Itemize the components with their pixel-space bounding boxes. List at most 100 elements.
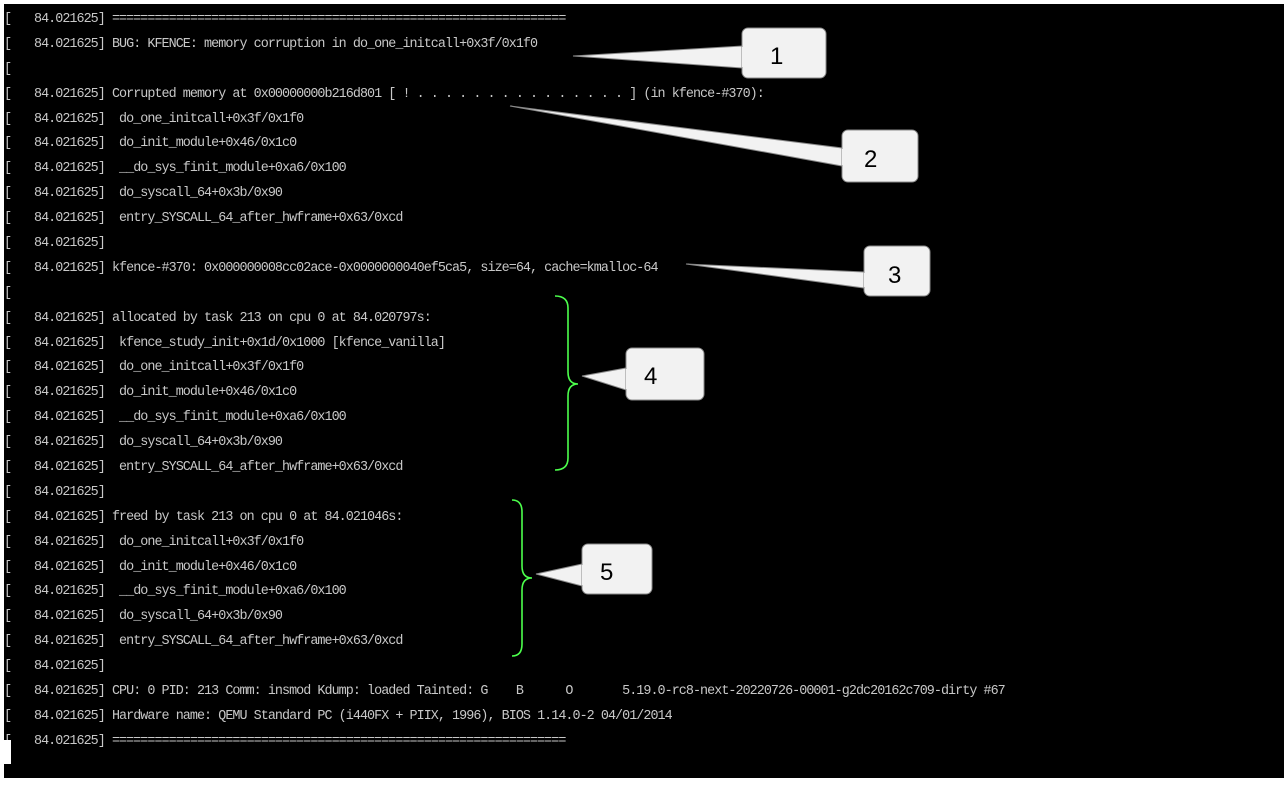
- log-line: [84.021625] allocated by task 213 on cpu…: [4, 307, 1284, 332]
- log-line: [84.021625] do_syscall_64+0x3b/0x90: [4, 431, 1284, 456]
- log-message: CPU: 0 PID: 213 Comm: insmod Kdump: load…: [104, 684, 1006, 700]
- log-message: __do_sys_finit_module+0xa6/0x100: [104, 584, 347, 600]
- log-line: [84.021625] ============================…: [4, 8, 1284, 33]
- log-message: BUG: KFENCE: memory corruption in do_one…: [104, 36, 538, 52]
- log-line-bracket: [: [4, 684, 12, 700]
- log-timestamp: 84.021625]: [34, 484, 106, 500]
- log-timestamp: 84.021625]: [34, 684, 106, 700]
- log-timestamp: 84.021625]: [34, 12, 106, 27]
- brace-allocated: [554, 295, 579, 471]
- callout-5-label: 5: [600, 559, 613, 586]
- log-line: [84.021625]: [4, 655, 1284, 680]
- log-line: [84.021625] do_syscall_64+0x3b/0x90: [4, 182, 1284, 207]
- log-message: Corrupted memory at 0x00000000b216d801 […: [104, 86, 765, 102]
- log-timestamp: 84.021625]: [34, 708, 106, 724]
- log-line: [84.021625] do_init_module+0x46/0x1c0: [4, 556, 1284, 581]
- callout-5: 5: [535, 543, 653, 595]
- log-message: do_syscall_64+0x3b/0x90: [104, 435, 283, 451]
- log-message: freed by task 213 on cpu 0 at 84.021046s…: [104, 509, 403, 525]
- log-line: [84.021625] entry_SYSCALL_64_after_hwfra…: [4, 630, 1284, 655]
- log-timestamp: 84.021625]: [34, 161, 106, 177]
- log-line-bracket: [: [4, 509, 12, 525]
- log-line-bracket: [: [4, 12, 12, 27]
- log-line-bracket: [: [4, 385, 12, 401]
- log-timestamp: 84.021625]: [34, 385, 106, 401]
- log-timestamp: 84.021625]: [34, 609, 106, 625]
- log-timestamp: 84.021625]: [34, 634, 106, 650]
- log-message: do_one_initcall+0x3f/0x1f0: [104, 111, 304, 127]
- log-line: [84.021625] entry_SYSCALL_64_after_hwfra…: [4, 207, 1284, 232]
- log-line-bracket: [: [4, 136, 12, 152]
- log-timestamp: 84.021625]: [34, 659, 106, 675]
- log-timestamp: 84.021625]: [34, 460, 106, 476]
- log-line: [84.021625] Hardware name: QEMU Standard…: [4, 705, 1284, 730]
- log-message: __do_sys_finit_module+0xa6/0x100: [104, 410, 347, 426]
- log-line: [84.021625] __do_sys_finit_module+0xa6/0…: [4, 406, 1284, 431]
- callout-3: 3: [685, 245, 931, 297]
- log-line: [84.021625] do_syscall_64+0x3b/0x90: [4, 605, 1284, 630]
- log-line-bracket: [: [4, 659, 12, 675]
- log-message: entry_SYSCALL_64_after_hwframe+0x63/0xcd: [104, 460, 403, 476]
- log-timestamp: 84.021625]: [34, 260, 106, 276]
- log-timestamp: 84.021625]: [34, 435, 106, 451]
- log-message: ========================================…: [104, 12, 566, 27]
- log-line-bracket: [: [4, 460, 12, 476]
- log-line-bracket: [: [4, 211, 12, 227]
- log-timestamp: 84.021625]: [34, 559, 106, 575]
- log-line-bracket: [: [4, 285, 12, 301]
- log-timestamp: 84.021625]: [34, 136, 106, 152]
- log-timestamp: 84.021625]: [34, 236, 106, 252]
- log-line: [: [4, 282, 1284, 307]
- log-line: [84.021625] CPU: 0 PID: 213 Comm: insmod…: [4, 680, 1284, 705]
- log-line-bracket: [: [4, 609, 12, 625]
- log-timestamp: 84.021625]: [34, 733, 106, 749]
- log-timestamp: 84.021625]: [34, 86, 106, 102]
- log-timestamp: 84.021625]: [34, 335, 106, 351]
- terminal-window[interactable]: [84.021625] ============================…: [4, 4, 1284, 778]
- log-line-bracket: [: [4, 186, 12, 202]
- log-line-bracket: [: [4, 36, 12, 52]
- log-message: do_one_initcall+0x3f/0x1f0: [104, 534, 304, 550]
- log-line-bracket: [: [4, 584, 12, 600]
- callout-3-label: 3: [888, 262, 901, 289]
- log-line-bracket: [: [4, 111, 12, 127]
- log-line: [84.021625] do_init_module+0x46/0x1c0: [4, 132, 1284, 157]
- log-line-bracket: [: [4, 310, 12, 326]
- log-timestamp: 84.021625]: [34, 211, 106, 227]
- log-message: do_init_module+0x46/0x1c0: [104, 559, 297, 575]
- log-line-bracket: [: [4, 260, 12, 276]
- log-line: [84.021625] do_one_initcall+0x3f/0x1f0: [4, 356, 1284, 381]
- log-timestamp: 84.021625]: [34, 410, 106, 426]
- log-line: [: [4, 58, 1284, 83]
- log-line: [84.021625] entry_SYSCALL_64_after_hwfra…: [4, 456, 1284, 481]
- log-timestamp: 84.021625]: [34, 111, 106, 127]
- log-line-bracket: [: [4, 335, 12, 351]
- log-message: kfence_study_init+0x1d/0x1000 [kfence_va…: [104, 335, 446, 351]
- callout-1-label: 1: [770, 43, 783, 70]
- log-line-bracket: [: [4, 161, 12, 177]
- log-timestamp: 84.021625]: [34, 584, 106, 600]
- log-timestamp: 84.021625]: [34, 509, 106, 525]
- log-line-bracket: [: [4, 236, 12, 252]
- log-timestamp: 84.021625]: [34, 186, 106, 202]
- log-message: entry_SYSCALL_64_after_hwframe+0x63/0xcd: [104, 634, 403, 650]
- log-line: [84.021625] do_one_initcall+0x3f/0x1f0: [4, 531, 1284, 556]
- log-line-bracket: [: [4, 61, 12, 77]
- log-message: do_syscall_64+0x3b/0x90: [104, 609, 283, 625]
- log-line-bracket: [: [4, 559, 12, 575]
- log-message: ========================================…: [104, 733, 566, 749]
- log-line: [84.021625] kfence-#370: 0x000000008cc02…: [4, 257, 1284, 282]
- log-line: [84.021625] do_init_module+0x46/0x1c0: [4, 381, 1284, 406]
- log-line-bracket: [: [4, 484, 12, 500]
- log-line-bracket: [: [4, 634, 12, 650]
- log-message: entry_SYSCALL_64_after_hwframe+0x63/0xcd: [104, 211, 403, 227]
- log-line-bracket: [: [4, 708, 12, 724]
- log-message: __do_sys_finit_module+0xa6/0x100: [104, 161, 347, 177]
- log-line-bracket: [: [4, 410, 12, 426]
- log-timestamp: 84.021625]: [34, 360, 106, 376]
- kernel-log: [84.021625] ============================…: [4, 8, 1284, 755]
- log-line: [84.021625] kfence_study_init+0x1d/0x100…: [4, 332, 1284, 357]
- log-timestamp: 84.021625]: [34, 310, 106, 326]
- log-timestamp: 84.021625]: [34, 534, 106, 550]
